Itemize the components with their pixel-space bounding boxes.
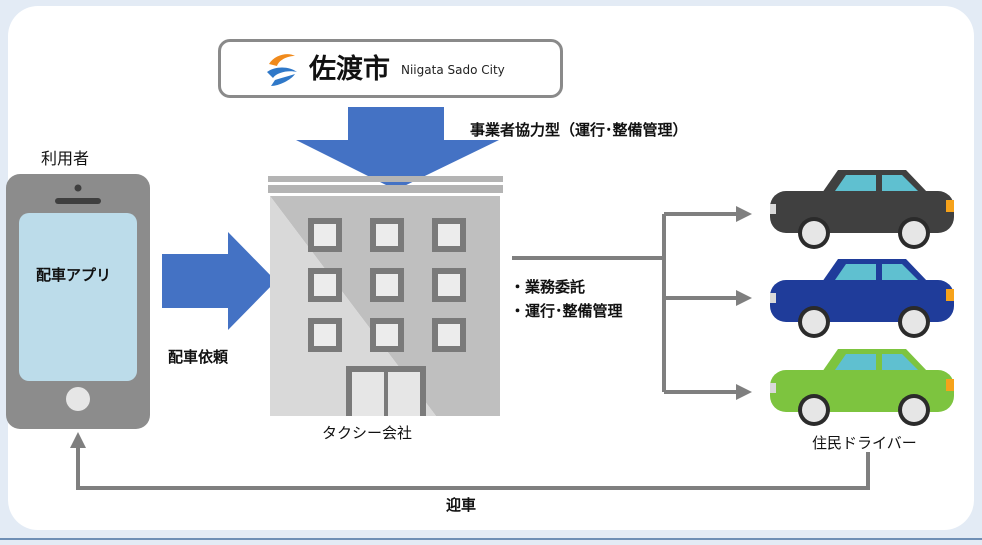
office-building-icon: [268, 176, 503, 416]
pickup-label: 迎車: [446, 496, 477, 514]
bottom-rule: [0, 538, 982, 540]
user-label: 利用者: [41, 149, 90, 168]
sado-city-logo-icon: [267, 54, 297, 86]
outsourcing-label-line2: ・運行･整備管理: [510, 302, 623, 320]
city-name-english: Niigata Sado City: [401, 63, 505, 77]
connector-arrowheads: [736, 206, 752, 400]
city-logo-box: 佐渡市 Niigata Sado City: [218, 39, 563, 98]
cooperation-type-label: 事業者協力型（運行･整備管理）: [470, 121, 688, 139]
city-to-company-arrow: [296, 107, 499, 190]
app-label: 配車アプリ: [36, 266, 112, 284]
resident-drivers-label: 住民ドライバー: [812, 434, 917, 452]
outsourcing-connector: [512, 212, 738, 394]
dispatch-request-label: 配車依頼: [168, 348, 229, 366]
city-name: 佐渡市: [309, 54, 390, 85]
outsourcing-label-line1: ・業務委託: [510, 278, 586, 296]
car-blue-icon: [770, 259, 954, 338]
taxi-company-label: タクシー会社: [322, 424, 413, 442]
dispatch-request-arrow: [162, 232, 276, 330]
car-green-icon: [770, 349, 954, 426]
pickup-arrow: [70, 432, 870, 490]
smartphone-icon: [6, 174, 150, 429]
car-dark-gray-icon: [770, 170, 954, 249]
